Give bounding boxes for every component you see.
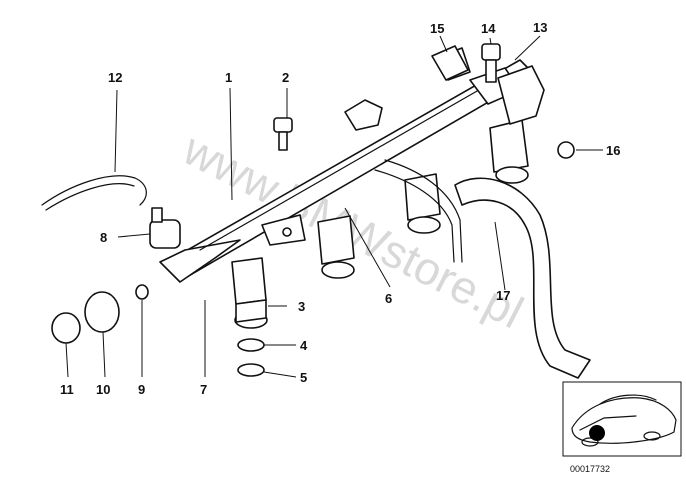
seal-ring-10 — [84, 291, 120, 333]
seal-ring-16 — [557, 141, 575, 159]
callout-12: 12 — [108, 70, 122, 85]
car-outline-icon — [571, 394, 677, 447]
callout-16: 16 — [606, 143, 620, 158]
callout-6: 6 — [385, 291, 392, 306]
return-hose — [384, 159, 463, 263]
return-line-13 — [497, 65, 545, 125]
engine-location-marker — [589, 425, 605, 441]
injector-3 — [404, 173, 441, 234]
bolt — [273, 117, 293, 151]
callout-7: 7 — [200, 382, 207, 397]
callout-17: 17 — [496, 288, 510, 303]
seal-ring-11 — [51, 312, 81, 344]
seal-ring-5 — [237, 363, 265, 377]
clip-15 — [431, 45, 469, 81]
callout-2: 2 — [282, 70, 289, 85]
injector-4 — [489, 119, 529, 184]
callout-11: 11 — [60, 382, 74, 397]
vehicle-location-inset: 00017732 — [562, 381, 682, 474]
callout-9: 9 — [138, 382, 145, 397]
vacuum-hose — [41, 175, 147, 206]
injector-1 — [231, 257, 268, 329]
seal-ring-4 — [237, 338, 265, 352]
callout-14: 14 — [481, 21, 496, 36]
seal-ring-9 — [135, 284, 149, 300]
callout-13: 13 — [533, 20, 547, 35]
callout-15: 15 — [430, 21, 444, 36]
pressure-regulator — [149, 207, 181, 249]
callout-4: 4 — [300, 338, 308, 353]
callout-5: 5 — [300, 370, 307, 385]
callout-10: 10 — [96, 382, 110, 397]
callout-8: 8 — [100, 230, 107, 245]
callout-1: 1 — [225, 70, 232, 85]
injector-2 — [317, 215, 355, 279]
reference-number: 00017732 — [570, 464, 610, 474]
fuel-hose-17 — [454, 177, 591, 379]
callout-3: 3 — [298, 299, 305, 314]
